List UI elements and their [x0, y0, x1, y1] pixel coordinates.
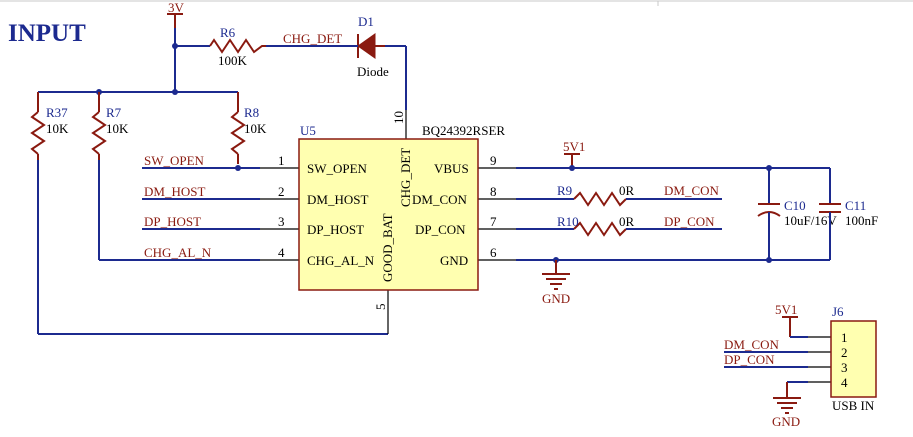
ic-u5[interactable]: U5 BQ24392RSER 1 2 3 4 9 8 7 6 10 5 SW_O… — [260, 110, 516, 334]
resistor-r9[interactable]: R9 0R — [557, 183, 635, 207]
resistor-r10[interactable]: R10 0R — [557, 214, 635, 237]
c11-ref: C11 — [845, 198, 866, 213]
pin5-name: GOOD_BAT — [380, 213, 395, 282]
r7-value: 10K — [106, 121, 129, 136]
pin3-num: 3 — [278, 214, 285, 229]
net-sw-open: SW_OPEN — [144, 153, 205, 168]
net-dm-con-conn: DM_CON — [724, 337, 780, 352]
pin10-num: 10 — [391, 111, 406, 124]
pin6-name: GND — [440, 253, 468, 268]
net-chg-det: CHG_DET — [283, 31, 342, 46]
j6-body — [830, 320, 877, 398]
capacitor-c11[interactable]: C11 100nF — [819, 168, 878, 260]
r10-ref: R10 — [557, 214, 579, 229]
c10-value: 10uF/16V — [784, 213, 837, 228]
resistor-r8[interactable]: R8 10K — [230, 92, 267, 164]
diode-d1[interactable]: D1 Diode — [357, 14, 389, 79]
pin1-name: SW_OPEN — [307, 161, 368, 176]
r9-value: 0R — [619, 183, 635, 198]
r9-ref: R9 — [557, 183, 572, 198]
capacitor-c10[interactable]: C10 10uF/16V — [757, 168, 837, 260]
pin2-name: DM_HOST — [307, 192, 368, 207]
pin2-num: 2 — [278, 184, 285, 199]
c11-value: 100nF — [845, 213, 878, 228]
pin10-name: CHG_DET — [398, 148, 413, 207]
connector-j6[interactable]: J6 1 2 3 4 USB IN — [808, 304, 877, 413]
junction-vbus-5v1 — [569, 165, 575, 171]
pin1-num: 1 — [278, 153, 285, 168]
j6-ref: J6 — [832, 304, 844, 319]
net-dp-host: DP_HOST — [144, 214, 201, 229]
d1-ref: D1 — [358, 14, 374, 29]
j6-pin2-num: 2 — [841, 345, 848, 360]
u5-body — [298, 138, 479, 291]
power-5v1-mid: 5V1 — [563, 139, 585, 168]
r37-value: 10K — [46, 121, 69, 136]
pin9-name: VBUS — [434, 161, 469, 176]
net-dp-con-conn: DP_CON — [724, 352, 775, 367]
pin5-num: 5 — [373, 304, 388, 311]
j6-pin4-num: 4 — [841, 375, 848, 390]
r10-value: 0R — [619, 214, 635, 229]
resistor-r7[interactable]: R7 10K — [91, 92, 129, 160]
pin8-name: DM_CON — [412, 192, 468, 207]
r7-ref: R7 — [106, 105, 122, 120]
gnd-mid-label: GND — [542, 291, 570, 306]
power-5v1-conn: 5V1 — [775, 302, 798, 337]
junction-3v-r6 — [172, 43, 178, 49]
junction-bus-3v — [172, 89, 178, 95]
pin6-num: 6 — [490, 245, 497, 260]
u5-ref: U5 — [300, 123, 316, 138]
r37-ref: R37 — [46, 105, 68, 120]
pin4-name: CHG_AL_N — [307, 253, 375, 268]
pin7-num: 7 — [490, 214, 497, 229]
gnd-symbol-conn: GND — [772, 382, 801, 429]
pin9-num: 9 — [490, 153, 497, 168]
d1-value: Diode — [357, 64, 389, 79]
pin8-num: 8 — [490, 184, 497, 199]
net-dm-con-right: DM_CON — [664, 183, 720, 198]
power-5v1-conn-label: 5V1 — [775, 302, 797, 317]
j6-value: USB IN — [832, 398, 875, 413]
j6-pin3-num: 3 — [841, 360, 848, 375]
r6-ref: R6 — [220, 25, 236, 40]
resistor-r6[interactable]: R6 100K — [209, 25, 266, 68]
resistor-r37[interactable]: R37 10K — [30, 92, 69, 160]
gnd-conn-label: GND — [772, 414, 800, 429]
r6-value: 100K — [218, 53, 248, 68]
net-dp-con-right: DP_CON — [664, 214, 715, 229]
sheet-title: INPUT — [8, 20, 86, 47]
power-3v: 3V — [167, 0, 185, 28]
j6-pin1-num: 1 — [841, 330, 848, 345]
power-3v-label: 3V — [168, 0, 185, 15]
c10-ref: C10 — [784, 198, 806, 213]
u5-part: BQ24392RSER — [422, 123, 505, 138]
r8-ref: R8 — [244, 105, 259, 120]
net-chg-al-n: CHG_AL_N — [144, 245, 212, 260]
power-5v1-mid-label: 5V1 — [563, 139, 585, 154]
net-dm-host: DM_HOST — [144, 184, 205, 199]
r8-value: 10K — [244, 121, 267, 136]
pin3-name: DP_HOST — [307, 222, 364, 237]
gnd-symbol-mid: GND — [542, 260, 570, 306]
pin4-num: 4 — [278, 245, 285, 260]
pin7-name: DP_CON — [415, 222, 466, 237]
